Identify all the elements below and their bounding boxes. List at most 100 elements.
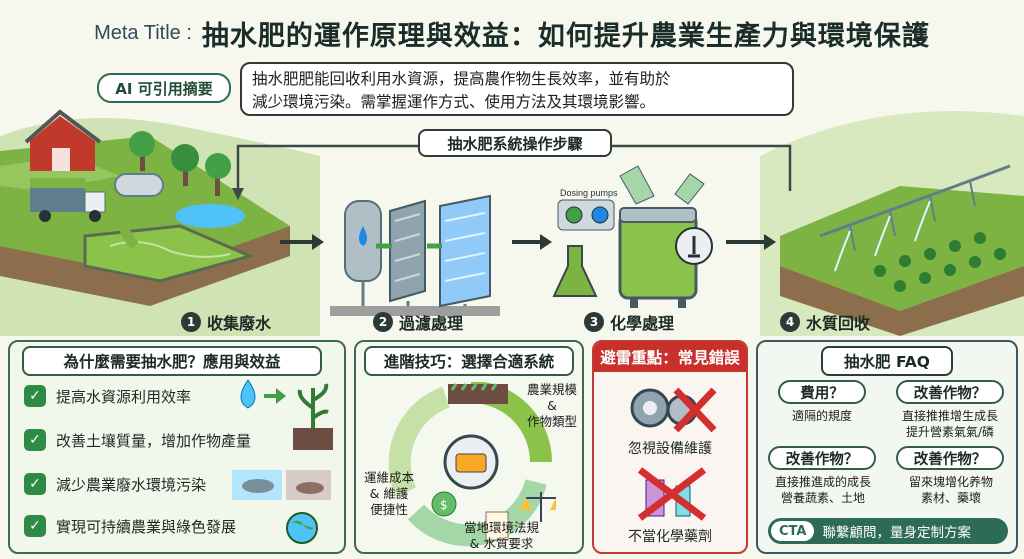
faq-answer-line: 提升營素氣氣/磷	[905, 425, 995, 439]
benefits-panel-title: 為什麼需要抽水肥？應用與效益	[22, 346, 322, 376]
money-icon: $	[431, 491, 457, 517]
check-icon: ✓	[24, 515, 46, 537]
faq-answer: 留來塊增化养物 素材、藥壞	[888, 474, 1014, 506]
document-icon	[485, 511, 509, 541]
label-law-line-2: & 水質要求	[469, 536, 534, 551]
step-text: 水質回收	[806, 314, 871, 333]
bottle-icon	[619, 165, 655, 205]
step-3-label: 3 化學處理	[584, 311, 674, 333]
label-law: 當地環境法規 & 水質要求	[464, 520, 539, 552]
step-text: 過濾處理	[399, 314, 464, 333]
svg-text:$: $	[440, 498, 448, 512]
label-law-line-1: 當地環境法規	[464, 520, 540, 535]
label-scale-line-1: 農業規模 &	[526, 382, 577, 413]
faq-question[interactable]: 費用？	[778, 380, 866, 404]
flask-icon	[552, 245, 598, 297]
bottle-icon	[674, 173, 705, 205]
globe-icon	[286, 512, 318, 544]
step-1-label: 1 收集廢水	[181, 311, 271, 333]
faq-panel-title: 抽水肥 FAQ	[821, 346, 953, 376]
label-cost-line-3: 便捷性	[370, 502, 408, 517]
pitfall-item-1: 忽視設備維護	[628, 441, 712, 457]
cta-text: 聯繫顧問，量身定制方案	[822, 525, 971, 541]
toolbox-icon	[455, 453, 487, 473]
truck-icon	[30, 178, 106, 222]
label-cost-line-2: & 維護	[369, 486, 409, 501]
cta-button[interactable]: CTA 聯繫顧問，量身定制方案	[768, 518, 1008, 544]
faq-answer-line: 素材、藥壞	[920, 491, 981, 505]
faq-answer-line: 適隔的規度	[791, 409, 852, 423]
water-drop-icon	[359, 226, 367, 246]
farm-illustration	[0, 109, 290, 306]
benefit-icons	[232, 379, 333, 544]
label-scale: 農業規模 & 作物類型	[522, 382, 582, 430]
steps-title: 抽水肥系統操作步驟	[418, 129, 612, 157]
faq-answer-line: 營養蔬素、土地	[780, 491, 865, 505]
step-4-label: 4 水質回收	[780, 311, 870, 333]
summary-box: 抽水肥肥能回收利用水資源，提高農作物生長效率，並有助於 減少環境污染。需掌握運作…	[240, 62, 794, 116]
scales-icon	[520, 492, 556, 522]
tips-panel-title: 進階技巧：選擇合適系統	[364, 346, 574, 376]
step-number: 1	[181, 312, 201, 332]
tips-panel: 進階技巧：選擇合適系統 $ 農業規模 & 作物類型 運維成本 & 維護 便捷性 …	[354, 340, 584, 554]
faq-answer: 適隔的規度	[768, 408, 876, 424]
filter-unit-illustration	[330, 194, 500, 316]
summary-line-2: 減少環境污染。需掌握運作方式、使用方法及其環境影響。	[252, 93, 656, 111]
faq-question[interactable]: 改善作物？	[896, 446, 1004, 470]
benefit-item: ✓ 改善土壤質量，增加作物產量	[24, 428, 251, 452]
tank-icon	[114, 173, 164, 197]
benefit-item: ✓ 提高水資源利用效率	[24, 384, 191, 408]
label-cost-line-1: 運維成本	[364, 470, 415, 485]
title-prefix: Meta Title :	[94, 21, 192, 44]
arrow-icon	[264, 388, 286, 404]
faq-answer-line: 直接推進成的成長	[774, 475, 871, 489]
selection-cycle-diagram: $	[388, 382, 556, 547]
label-scale-line-2: 作物類型	[526, 414, 577, 429]
process-scene: Dosing pumps	[0, 109, 1024, 336]
gear-cross-icon	[630, 387, 717, 433]
step-text: 收集廢水	[207, 314, 272, 333]
benefit-text: 實現可持續農業與綠色發展	[56, 517, 237, 536]
seedling-icon	[293, 383, 333, 450]
step-number: 4	[780, 312, 800, 332]
step-2-label: 2 過濾處理	[373, 311, 463, 333]
faq-question[interactable]: 改善作物？	[768, 446, 876, 470]
summary-tag: AI 可引用摘要	[97, 73, 231, 103]
dosing-pumps-label: Dosing pumps	[560, 188, 618, 198]
benefit-text: 減少農業廢水環境污染	[56, 475, 207, 494]
faq-answer-line: 留來塊增化养物	[908, 475, 993, 489]
benefit-text: 提高水資源利用效率	[56, 387, 192, 406]
crop-bed-icon	[448, 384, 508, 404]
pond-icon	[175, 204, 245, 228]
benefit-item: ✓ 實現可持續農業與綠色發展	[24, 514, 236, 538]
pitfalls-panel-title: 避雷重點：常見錯誤	[594, 342, 746, 372]
tree-icon	[129, 131, 155, 171]
pitfall-item-2: 不當化學藥劑	[628, 529, 712, 545]
faq-answer: 直接推推增生成長 提升營素氣氣/磷	[884, 408, 1016, 440]
fish-icon	[232, 470, 331, 500]
label-cost: 運維成本 & 維護 便捷性	[364, 470, 414, 518]
pitfalls-panel: 避雷重點：常見錯誤 忽視設備維護 不當化學藥劑	[592, 340, 748, 554]
faq-answer: 直接推進成的成長 營養蔬素、土地	[760, 474, 886, 506]
check-icon: ✓	[24, 385, 46, 407]
benefit-text: 改善土壤質量，增加作物產量	[56, 431, 252, 450]
step-number: 2	[373, 312, 393, 332]
check-icon: ✓	[24, 473, 46, 495]
page-title: 抽水肥的運作原理與效益：如何提升農業生產力與環境保護	[201, 20, 930, 52]
chemical-unit-illustration: Dosing pumps	[552, 165, 713, 308]
crop-row	[874, 232, 1006, 292]
faq-question[interactable]: 改善作物？	[896, 380, 1004, 404]
irrigation-pivot-icon	[819, 164, 1011, 238]
barn-icon	[24, 109, 102, 171]
water-drop-icon	[240, 379, 256, 409]
step-text: 化學處理	[610, 314, 675, 333]
faq-answer-line: 直接推推增生成長	[901, 409, 998, 423]
loop-arrow	[236, 144, 792, 196]
benefits-panel: 為什麼需要抽水肥？應用與效益 ✓ 提高水資源利用效率 ✓ 改善土壤質量，增加作物…	[8, 340, 346, 554]
check-icon: ✓	[24, 429, 46, 451]
cta-badge: CTA	[771, 521, 815, 541]
tree-icon	[205, 153, 231, 196]
tree-icon	[171, 144, 199, 186]
step-number: 3	[584, 312, 604, 332]
field-illustration	[780, 164, 1024, 336]
